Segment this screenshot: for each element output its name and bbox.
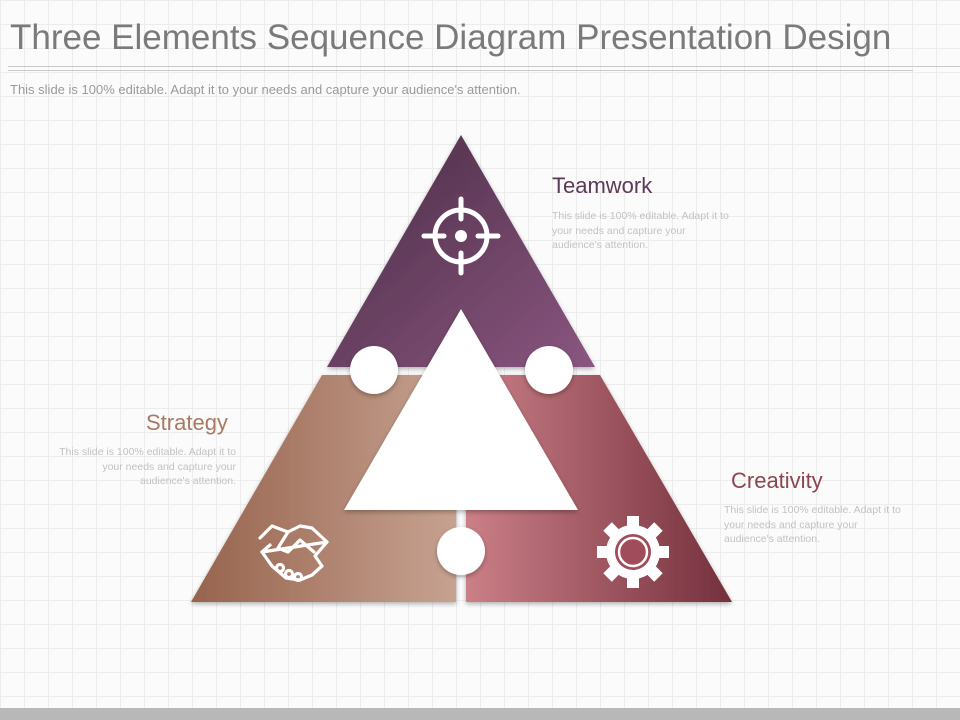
- page-subtitle: This slide is 100% editable. Adapt it to…: [10, 82, 521, 97]
- footer-bar: [0, 708, 960, 720]
- strategy-description: This slide is 100% editable. Adapt it to…: [59, 446, 236, 487]
- creativity-description: This slide is 100% editable. Adapt it to…: [724, 504, 901, 545]
- connector-bottom: [437, 527, 485, 575]
- crosshair-icon: [421, 196, 501, 276]
- title-divider: [8, 66, 960, 67]
- connector-right: [525, 346, 573, 394]
- gear-icon: [597, 516, 669, 588]
- page-title: Three Elements Sequence Diagram Presenta…: [10, 18, 892, 57]
- center-triangle: [344, 309, 578, 510]
- strategy-label: Strategy: [146, 410, 228, 435]
- creativity-label: Creativity: [731, 468, 823, 493]
- handshake-icon: [258, 524, 329, 583]
- creativity-segment: [466, 375, 732, 602]
- title-divider-secondary: [8, 70, 913, 71]
- connector-left: [350, 346, 398, 394]
- teamwork-label: Teamwork: [552, 173, 653, 198]
- teamwork-description: This slide is 100% editable. Adapt it to…: [552, 210, 729, 251]
